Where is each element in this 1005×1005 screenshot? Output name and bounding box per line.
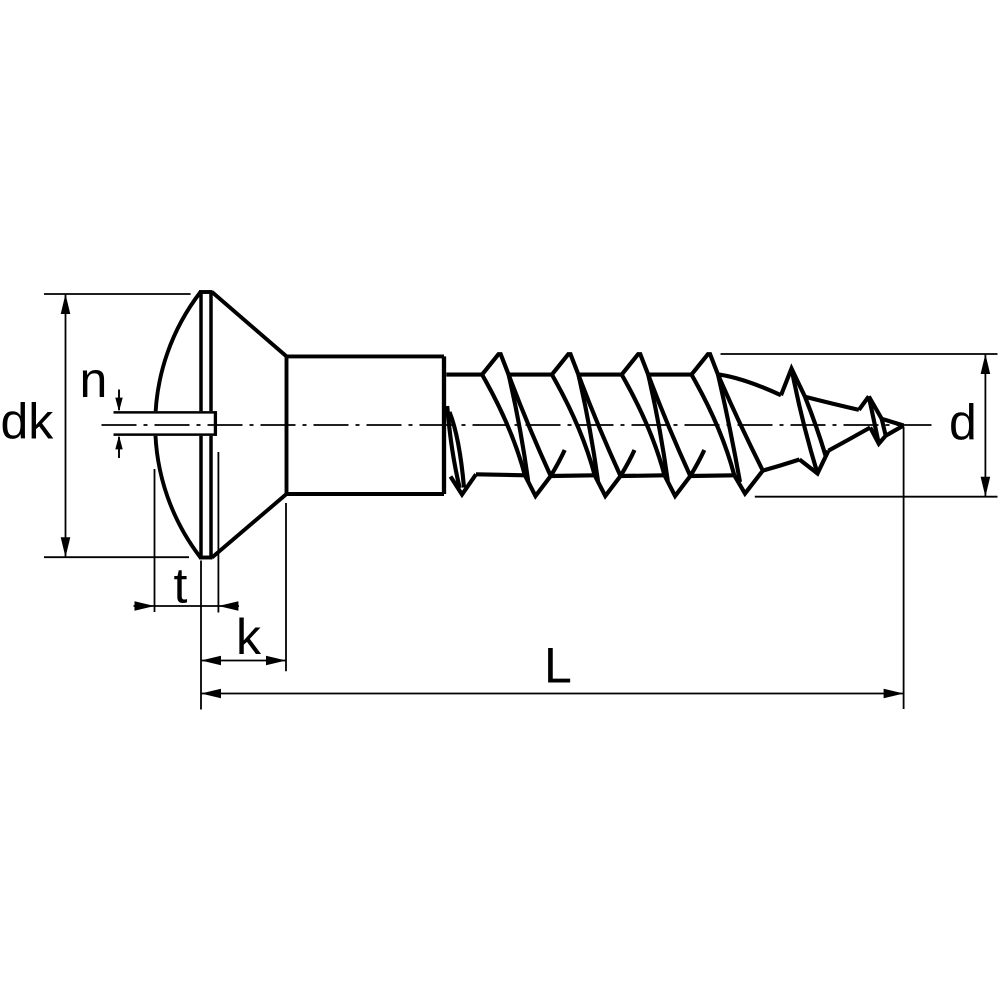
svg-text:n: n xyxy=(80,352,108,408)
svg-text:t: t xyxy=(174,558,188,614)
svg-text:dk: dk xyxy=(1,394,55,450)
svg-text:k: k xyxy=(236,609,262,665)
svg-text:d: d xyxy=(949,395,977,451)
svg-text:L: L xyxy=(544,638,572,694)
